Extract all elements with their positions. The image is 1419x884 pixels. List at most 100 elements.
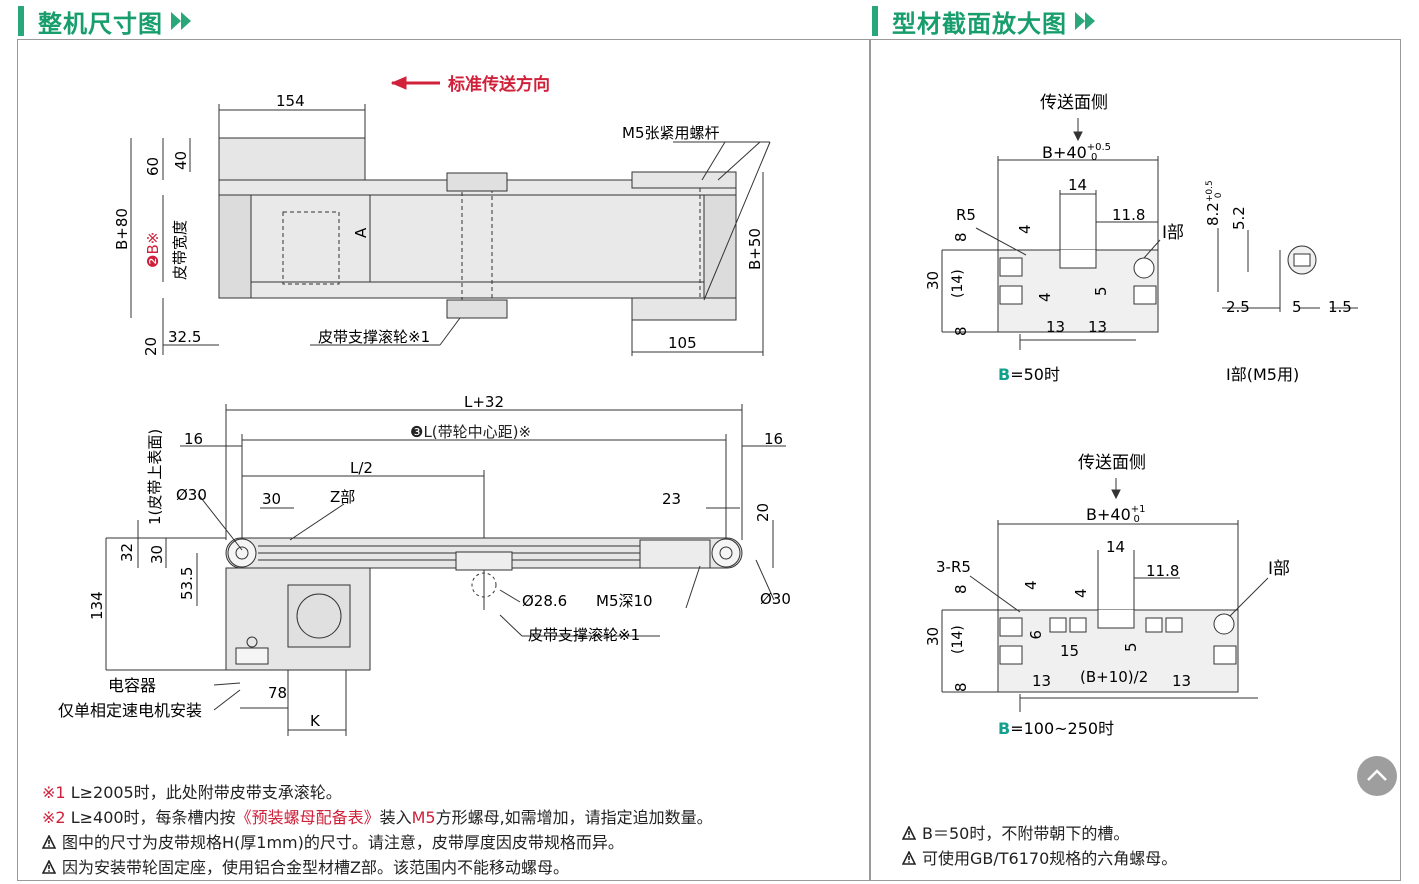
detail-i-caption: I部(M5用)	[1226, 365, 1299, 384]
profile50-dim-11-8: 11.8	[1112, 206, 1145, 224]
right-panel	[869, 39, 1401, 881]
profile100-dim-4b: 4	[1072, 588, 1090, 598]
double-arrow-icon	[1075, 12, 1095, 30]
profile50-dim-4a: 4	[1016, 224, 1034, 234]
roller-label: 皮带支撑滚轮※1	[318, 328, 430, 346]
dim-16-right: 16	[764, 430, 783, 448]
profile50-dim-13b: 13	[1088, 318, 1107, 336]
profile100-i-part: I部	[1268, 559, 1290, 579]
header-bar	[18, 6, 24, 36]
note-4-text: 因为安装带轮固定座，使用铝合金型材槽Z部。该范围内不能移动螺母。	[62, 858, 569, 877]
note-right-2: 可使用GB/T6170规格的六角螺母。	[902, 845, 1177, 869]
dim-b50: B+50	[746, 228, 764, 270]
detail-i-dim-1-5: 1.5	[1328, 298, 1352, 316]
note-2-mark: ※2	[42, 808, 66, 827]
detail-i-dim-2-5: 2.5	[1226, 298, 1250, 316]
dim-53-5: 53.5	[178, 567, 196, 600]
scroll-to-top-button[interactable]	[1357, 756, 1397, 796]
dim-60: 60	[144, 157, 162, 176]
profile100-dim-9: 9	[1026, 630, 1044, 640]
dim-phi28-6: Ø28.6	[522, 592, 567, 610]
m5-depth-label: M5深10	[596, 592, 653, 610]
profile50-dim-4b: 4	[1036, 292, 1054, 302]
dim-40: 40	[172, 151, 190, 170]
left-section-title: 整机尺寸图	[38, 9, 163, 38]
profile100-dim-8a: 8	[952, 584, 970, 594]
dim-20: 20	[142, 337, 160, 356]
profile100-dim-15: 15	[1060, 642, 1079, 660]
note-4: 因为安装带轮固定座，使用铝合金型材槽Z部。该范围内不能移动螺母。	[42, 854, 569, 878]
dim-134: 134	[88, 591, 106, 620]
note-1-text: L≥2005时，此处附带皮带支承滚轮。	[70, 783, 342, 802]
profile100-dim-half: (B+10)/2	[1080, 668, 1148, 686]
note-2-text-b: 装入	[379, 808, 412, 827]
note-2-text-c: 方形螺母,如需增加，请指定追加数量。	[435, 808, 713, 827]
right-section-header: 型材截面放大图	[872, 4, 1097, 38]
profile50-dim-13a: 13	[1046, 318, 1065, 336]
dim-78: 78	[268, 684, 287, 702]
note-right-2-text: 可使用GB/T6170规格的六角螺母。	[922, 849, 1178, 868]
dim-b-mark: ❷B※	[144, 232, 162, 268]
capacitor-label: 电容器	[108, 676, 156, 695]
note-right-1-text: B＝50时，不附带朝下的槽。	[922, 824, 1130, 843]
detail-i-dim-5: 5	[1292, 298, 1302, 316]
profile100-dim-13a: 13	[1032, 672, 1051, 690]
motor-note-label: 仅单相定速电机安装	[58, 701, 202, 720]
dim-phi30-left: Ø30	[176, 486, 207, 504]
note-1: ※1 L≥2005时，此处附带皮带支承滚轮。	[42, 779, 342, 803]
dim-l32: L+32	[464, 393, 504, 411]
dim-32-5: 32.5	[168, 328, 201, 346]
right-section-title: 型材截面放大图	[892, 9, 1067, 38]
note-1-mark: ※1	[42, 783, 66, 802]
profile50-dim-30: 30	[924, 271, 942, 290]
profile100-dim-30: 30	[924, 627, 942, 646]
belt-top-label: 1(皮带上表面)	[146, 429, 164, 525]
left-section-header: 整机尺寸图	[18, 4, 193, 38]
dim-phi30-right: Ø30	[760, 590, 791, 608]
profile100-dim-14: 14	[1106, 538, 1125, 556]
profile100-r5: 3-R5	[936, 558, 971, 576]
warning-icon	[902, 851, 916, 865]
nut-table-link[interactable]: 《预装螺母配备表》	[235, 808, 380, 827]
left-panel	[17, 39, 871, 881]
profile50-dim-8a: 8	[952, 232, 970, 242]
profile50-dim-8b: 8	[952, 326, 970, 336]
detail-i-dim-5-2: 5.2	[1230, 206, 1248, 230]
dim-b80: B+80	[113, 208, 131, 250]
roller-label-side: 皮带支撑滚轮※1	[528, 626, 640, 644]
dim-30-side: 30	[148, 545, 166, 564]
note-right-1: B＝50时，不附带朝下的槽。	[902, 820, 1129, 844]
warning-icon	[902, 826, 916, 840]
profile50-side-label: 传送面侧	[1040, 93, 1108, 113]
note-3: 图中的尺寸为皮带规格H(厚1mm)的尺寸。请注意，皮带厚度因皮带规格而异。	[42, 829, 624, 853]
direction-label: 标准传送方向	[448, 74, 550, 95]
detail-i-dim-8-2: 8.2+0.50	[1204, 180, 1224, 226]
dim-154: 154	[276, 92, 305, 110]
dim-20-side: 20	[754, 503, 772, 522]
profile50-dim-14: 14	[1068, 176, 1087, 194]
dim-l-center: ❸L(带轮中心距)※	[410, 423, 531, 441]
profile100-dim-14p: (14)	[950, 625, 966, 654]
profile50-r5: R5	[956, 206, 976, 224]
belt-width-label: 皮带宽度	[171, 220, 189, 280]
m5-rod-label: M5张紧用螺杆	[622, 124, 720, 142]
note-2: ※2 L≥400时，每条槽内按《预装螺母配备表》装入M5方形螺母,如需增加，请指…	[42, 804, 713, 828]
profile50-caption: B=50时	[998, 365, 1060, 384]
dim-23: 23	[662, 490, 681, 508]
profile50-dim-5: 5	[1092, 286, 1110, 296]
header-bar	[872, 6, 878, 36]
profile100-dim-13b: 13	[1172, 672, 1191, 690]
z-part-label: Z部	[330, 488, 355, 506]
side-view-drawing: L+32 ❸L(带轮中心距)※ 16 16 L/2 1(皮带上表面) Ø30 3…	[58, 393, 791, 736]
dim-32: 32	[118, 543, 136, 562]
profile100-dim-4a: 4	[1022, 580, 1040, 590]
profile50-dim-14p: (14)	[950, 269, 966, 298]
note-2-m5: M5	[411, 808, 436, 827]
dim-16-left: 16	[184, 430, 203, 448]
profile100-dim-5: 5	[1122, 642, 1140, 652]
double-arrow-icon	[171, 12, 191, 30]
dim-30: 30	[262, 490, 281, 508]
note-3-text: 图中的尺寸为皮带规格H(厚1mm)的尺寸。请注意，皮带厚度因皮带规格而异。	[62, 833, 624, 852]
